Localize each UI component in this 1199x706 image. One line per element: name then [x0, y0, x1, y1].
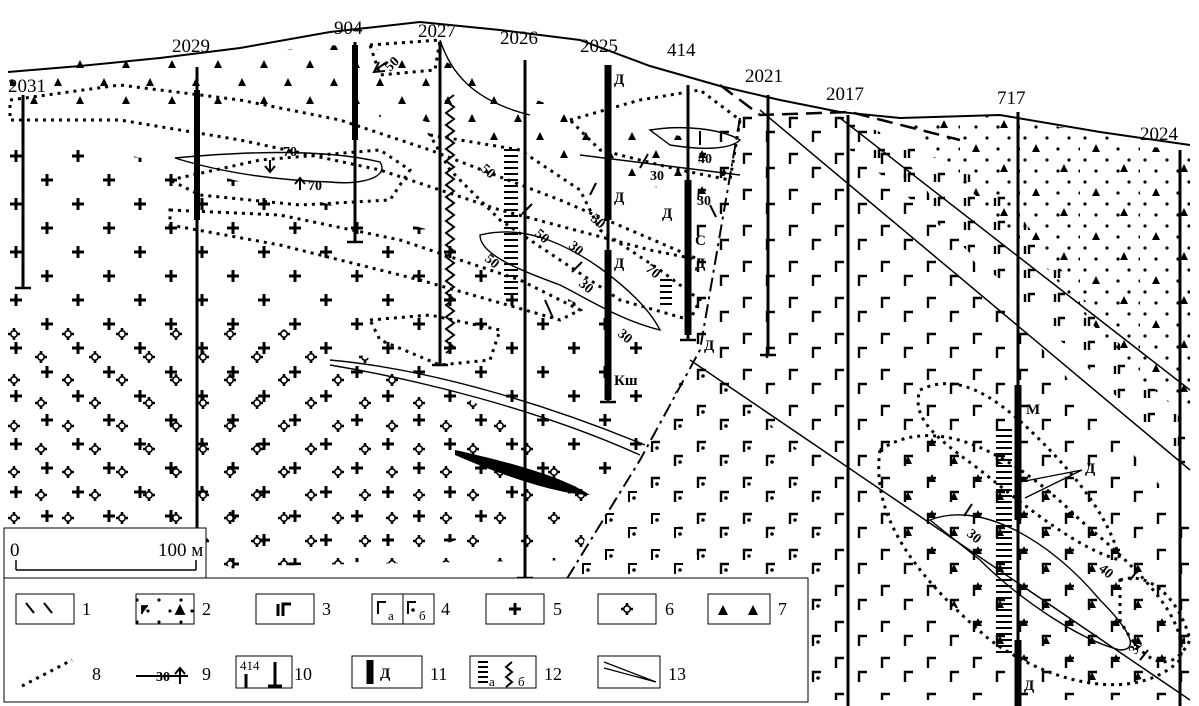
marker-ksh: Кш [614, 373, 638, 389]
borehole-label: 414 [667, 40, 696, 61]
svg-text:7: 7 [778, 599, 787, 619]
dashed-contact [719, 84, 961, 142]
black-dike-lens [455, 450, 590, 495]
borehole-label: 2021 [745, 66, 783, 87]
marker-s: С [695, 233, 706, 249]
legend-item-11: Д 11 [351, 655, 447, 689]
legend-item-10: 414 10 [235, 655, 312, 689]
svg-text:8: 8 [92, 664, 101, 684]
legend-item-4: а б 4 [371, 593, 450, 625]
scale-end: 100 м [158, 540, 203, 561]
svg-text:12: 12 [544, 664, 562, 684]
svg-text:9: 9 [202, 664, 211, 684]
double-gamma-band [850, 120, 1190, 470]
legend-item-1: 1 [15, 593, 91, 625]
legend-item-9: 30 9 [136, 664, 211, 685]
svg-text:1: 1 [82, 599, 91, 619]
legend-item-3: 3 [255, 593, 331, 625]
svg-text:6: 6 [665, 599, 674, 619]
borehole-label: 2017 [826, 84, 864, 105]
marker-d: Д [614, 72, 625, 88]
dip-label: 50 [477, 162, 497, 182]
breccia-upper-band [10, 45, 740, 200]
svg-text:13: 13 [668, 664, 686, 684]
svg-text:414: 414 [240, 658, 260, 673]
dip-label: 30 [1126, 637, 1146, 657]
dip-label: 70 [308, 179, 322, 194]
svg-text:а: а [489, 674, 495, 689]
hatched-intervals [504, 149, 1012, 653]
legend-item-2: 2 [135, 593, 211, 625]
svg-text:3: 3 [322, 599, 331, 619]
svg-text:5: 5 [553, 599, 562, 619]
borehole-label: 2031 [8, 76, 46, 97]
svg-text:б: б [518, 674, 525, 689]
boreholes [15, 42, 1182, 706]
legend: 1 2 3 а б 4 5 6 [3, 577, 809, 703]
borehole-label: 2026 [500, 28, 538, 49]
legend-item-5: 5 [485, 593, 562, 625]
marker-d: Д [695, 256, 706, 272]
marker-d: Д [614, 256, 625, 272]
legend-item-8: 8 [21, 658, 101, 688]
dip-arrows [264, 61, 1149, 661]
breccia-lens-outlines [8, 38, 1192, 687]
topographic-surface [7, 20, 1191, 146]
legend-item-12: а б 12 [469, 655, 562, 689]
svg-text:4: 4 [441, 599, 450, 619]
marker-m: М [1026, 402, 1040, 418]
marker-d: Д [662, 206, 673, 222]
dip-label: 30 [650, 169, 664, 184]
dip-label: 30 [697, 194, 711, 209]
marker-leader-lines [1019, 469, 1083, 499]
borehole-label: 2024 [1140, 124, 1179, 145]
diorite-area [8, 320, 600, 570]
svg-text:11: 11 [430, 664, 447, 684]
fault-line [559, 117, 741, 591]
contact-lines [689, 109, 1191, 701]
marker-d: Д [704, 338, 715, 354]
svg-text:а: а [388, 608, 394, 623]
borehole-markers: Д Д Д С Д Д Д Кш М Д Д [614, 72, 1096, 694]
dip-label: 70 [642, 262, 662, 282]
breccia-lower-lens [888, 435, 1186, 683]
zigzag-interval [444, 94, 456, 354]
svg-text:2: 2 [202, 599, 211, 619]
legend-item-7: 7 [707, 593, 787, 625]
borehole-label: 717 [997, 88, 1026, 109]
marker-d: Д [614, 190, 625, 206]
borehole-label: 2029 [172, 36, 210, 57]
borehole-labels: 2031 2029 904 2027 2026 2025 414 2021 20… [8, 18, 1179, 145]
dip-label: 50 [531, 227, 551, 247]
svg-text:Д: Д [380, 666, 391, 682]
legend-item-13: 13 [597, 655, 686, 689]
dip-label: 40 [698, 152, 712, 167]
borehole-label: 2025 [580, 36, 618, 57]
dotted-breccia-area [900, 115, 1190, 420]
borehole-label: 904 [334, 18, 363, 39]
marker-d: Д [1085, 461, 1096, 477]
svg-text:10: 10 [294, 664, 312, 684]
legend-item-6: 6 [597, 593, 674, 625]
scale-zero: 0 [10, 540, 20, 561]
svg-text:30: 30 [156, 670, 170, 685]
marker-d: Д [1024, 678, 1035, 694]
dip-label: 70 [283, 145, 297, 160]
scale-bar: 0 100 м [3, 527, 207, 579]
borehole-label: 2027 [418, 21, 456, 42]
svg-text:б: б [419, 608, 426, 623]
